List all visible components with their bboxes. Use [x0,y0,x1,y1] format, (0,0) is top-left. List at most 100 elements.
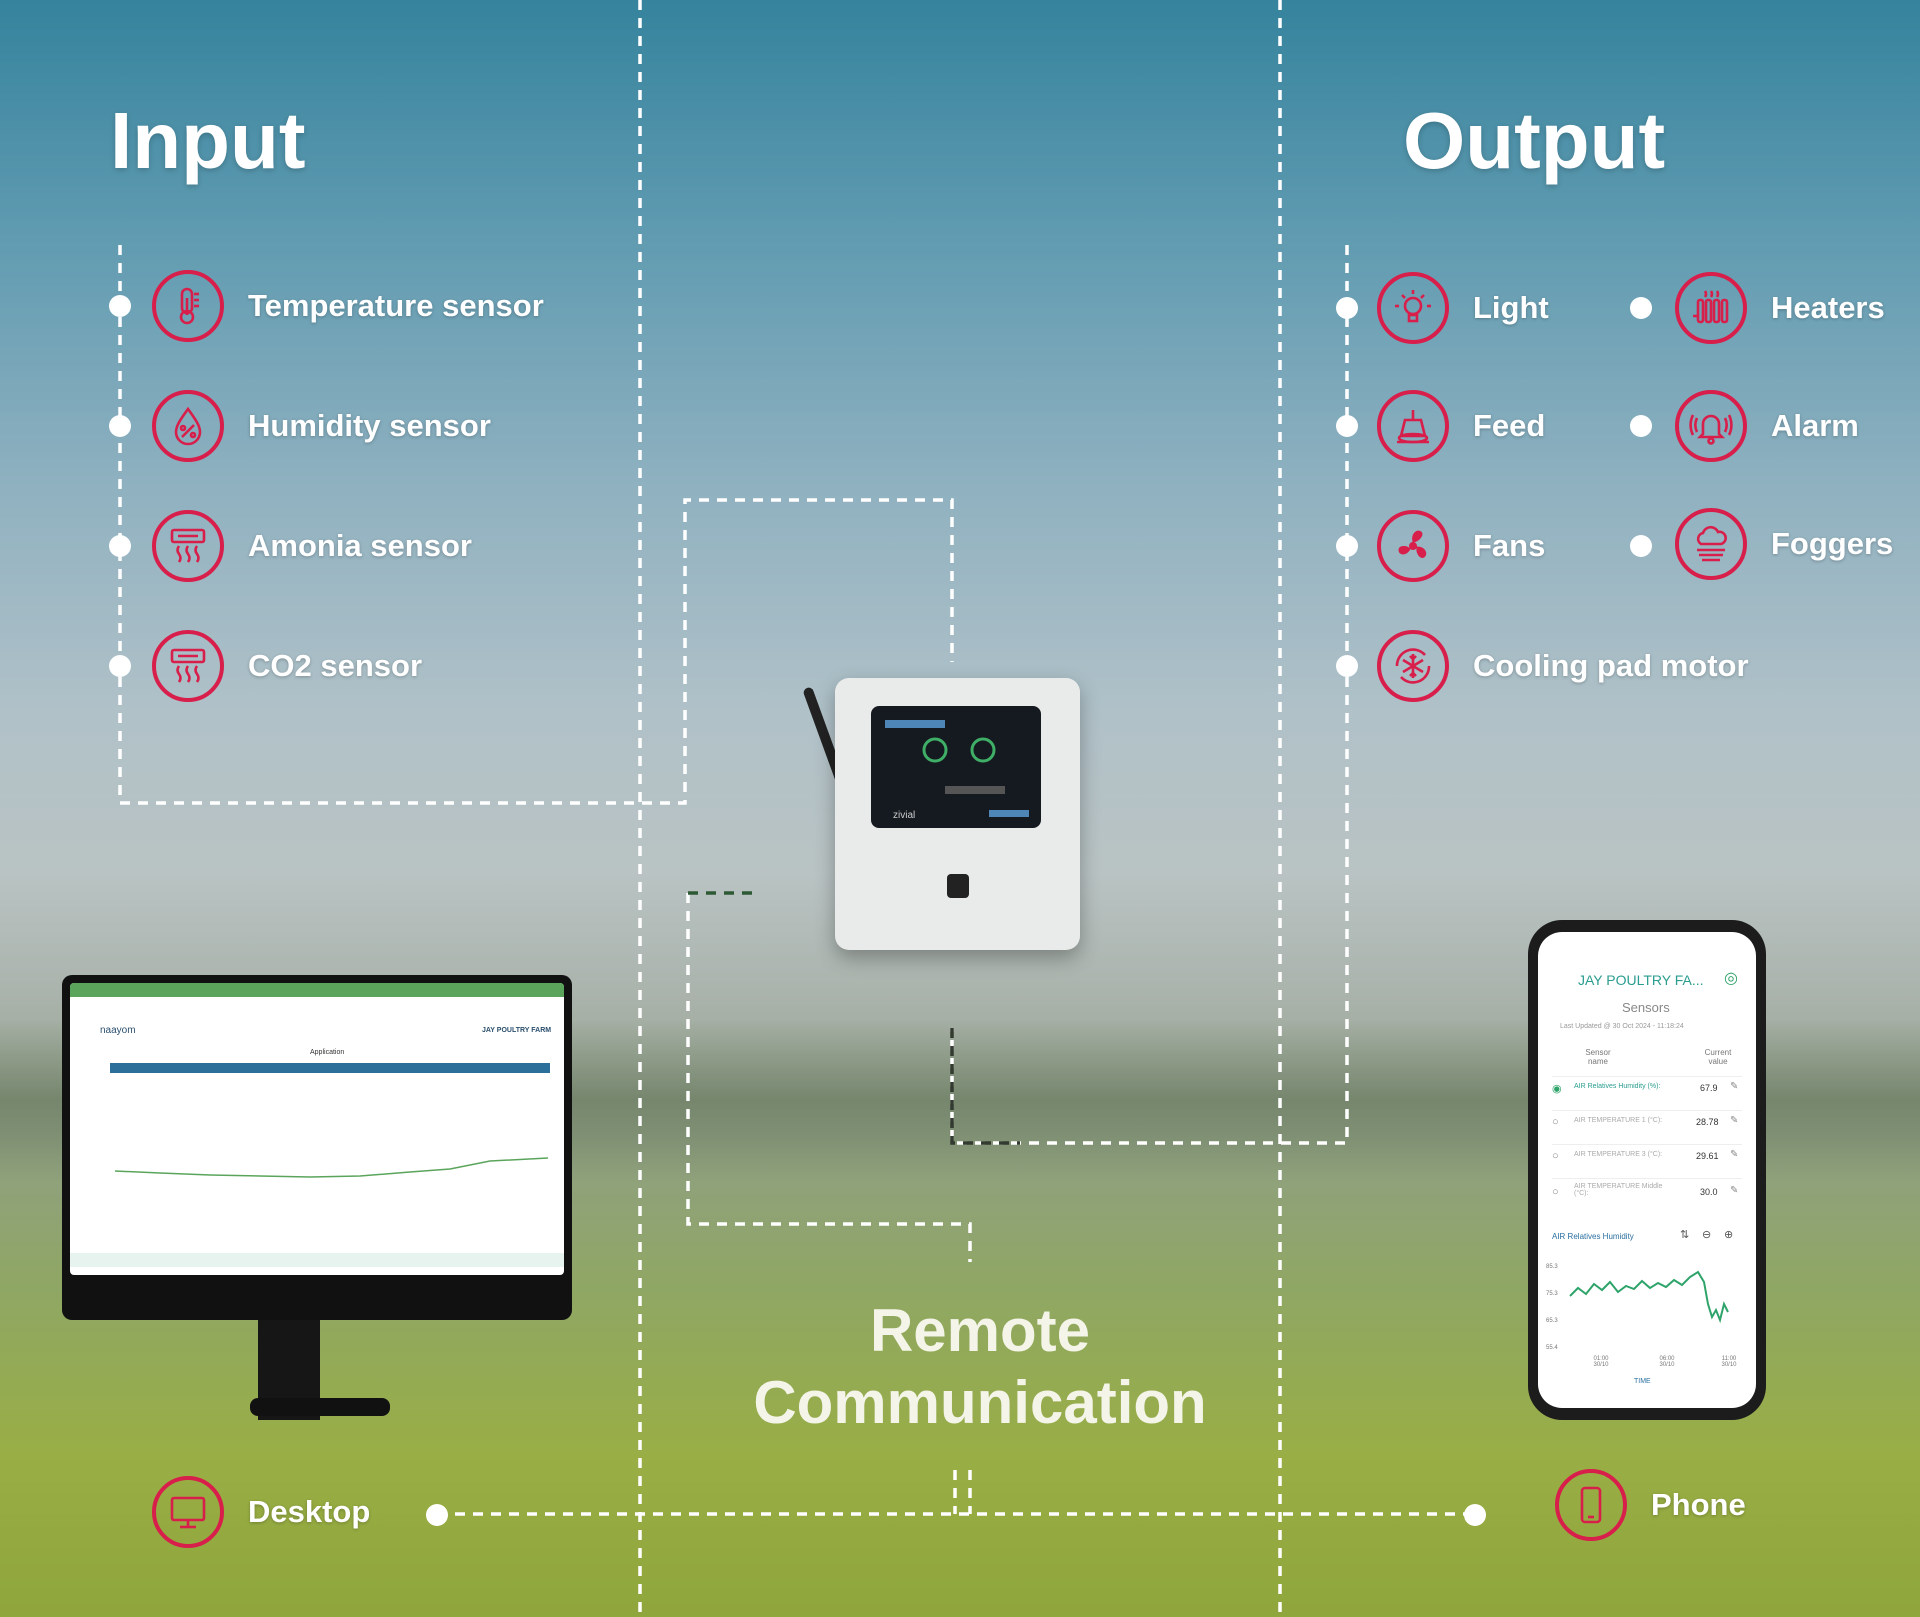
input-dot [109,535,131,557]
desktop-app-farm: JAY POULTRY FARM [482,1027,552,1034]
phone-section: Sensors [1622,1000,1670,1015]
table-row[interactable]: ○ AIR TEMPERATURE Middle (°C): 30.0 ✎ [1552,1178,1742,1209]
row-name: AIR Relatives Humidity (%): [1574,1083,1661,1090]
x-tick: 11:00 30/10 [1721,1356,1737,1368]
row-name: AIR TEMPERATURE Middle (°C): [1574,1183,1663,1197]
row-value: 67.9 [1700,1083,1718,1093]
output-label: Light [1473,290,1549,325]
input-dot [109,655,131,677]
radio-icon: ○ [1552,1186,1559,1198]
input-label: Humidity sensor [248,408,491,443]
row-value: 30.0 [1700,1187,1718,1197]
phone-chart-title: AIR Relatives Humidity [1552,1232,1634,1241]
output-dot [1630,415,1652,437]
input-label: CO2 sensor [248,648,423,683]
edit-icon[interactable]: ✎ [1730,1115,1739,1126]
input-item-humidity: Humidity sensor [152,388,491,464]
output-dot [1336,415,1358,437]
output-item-foggers: Foggers [1675,506,1893,582]
humidity-drop-icon [152,390,224,462]
remote-communication-label: Remote Communication [753,1297,1207,1436]
output-dot [1630,297,1652,319]
row-name: AIR TEMPERATURE 3 (°C): [1574,1151,1663,1158]
table-row[interactable]: ○ AIR TEMPERATURE 3 (°C): 29.61 ✎ [1552,1144,1742,1171]
gas-vent-icon [152,510,224,582]
y-tick: 65.3 [1546,1318,1558,1324]
phone-chart [1569,1270,1729,1324]
phone-updated: Last Updated @ 30 Oct 2024 - 11:18:24 [1560,1023,1684,1030]
remote-label: Phone [1651,1487,1746,1522]
output-item-alarm: Alarm [1675,388,1859,464]
fogger-cloud-icon [1675,508,1747,580]
monitor-foot [250,1398,390,1416]
radio-icon: ○ [1552,1116,1559,1128]
phone-screen: JAY POULTRY FA... ◎ Sensors Last Updated… [1538,932,1756,1408]
cable-gland [947,874,969,898]
input-item-amonia: Amonia sensor [152,508,472,584]
remote-item-desktop: Desktop [152,1474,370,1550]
table-row[interactable]: ○ AIR TEMPERATURE 1 (°C): 28.78 ✎ [1552,1110,1742,1137]
desktop-stage-bar [110,1063,550,1073]
x-axis-label: TIME [1634,1378,1651,1385]
x-tick: 06:00 30/10 [1659,1356,1675,1368]
remote-dot [426,1504,448,1526]
y-tick: 85.3 [1546,1264,1558,1270]
output-heading: Output [1403,96,1666,185]
remote-label: Desktop [248,1494,371,1529]
fan-icon [1377,510,1449,582]
phone-col-value: Current value [1704,1048,1732,1066]
light-bulb-icon [1377,272,1449,344]
output-label: Cooling pad motor [1473,648,1749,683]
phone-app-title: JAY POULTRY FA... [1578,972,1704,988]
y-tick: 75.3 [1546,1291,1558,1297]
output-dot [1336,655,1358,677]
controller-screen-ui [885,720,1029,817]
y-tick: 55.4 [1546,1345,1558,1351]
desktop-screen: naayom JAY POULTRY FARM Application [70,983,564,1275]
thermometer-icon [152,270,224,342]
output-dot [1336,297,1358,319]
remote-item-phone: Phone [1555,1467,1746,1543]
row-value: 29.61 [1696,1151,1719,1161]
filter-icon[interactable]: ⇅ [1680,1229,1690,1241]
heater-icon [1675,272,1747,344]
input-item-temperature: Temperature sensor [152,268,544,344]
phone-col-name: Sensor name [1585,1048,1611,1066]
snowflake-icon [1377,630,1449,702]
input-label: Temperature sensor [248,288,544,323]
remote-dot [1464,1504,1486,1526]
output-label: Foggers [1771,526,1894,561]
controller-device: zivial [835,678,1080,950]
output-dot [1630,535,1652,557]
input-heading: Input [110,96,306,185]
desktop-app-section: Application [310,1049,345,1056]
input-label: Amonia sensor [248,528,472,563]
edit-icon[interactable]: ✎ [1730,1185,1739,1196]
phone-icon [1555,1469,1627,1541]
output-item-feed: Feed [1377,388,1545,464]
zoom-out-icon[interactable]: ⊖ [1702,1229,1712,1241]
output-dot [1336,535,1358,557]
output-item-cooling-pad: Cooling pad motor [1377,628,1749,704]
output-label: Fans [1473,528,1546,563]
output-item-fans: Fans [1377,508,1545,584]
gas-vent-icon [152,630,224,702]
output-label: Alarm [1771,408,1859,443]
output-item-light: Light [1377,270,1549,346]
input-dot [109,415,131,437]
desktop-chart [70,1157,564,1267]
alarm-bell-icon [1675,390,1747,462]
x-tick: 01:00 30/10 [1593,1356,1609,1368]
edit-icon[interactable]: ✎ [1730,1081,1739,1092]
zoom-in-icon[interactable]: ⊕ [1724,1229,1734,1241]
output-label: Heaters [1771,290,1885,325]
row-value: 28.78 [1696,1117,1719,1127]
desktop-monitor: naayom JAY POULTRY FARM Application [62,975,572,1320]
output-item-heaters: Heaters [1675,270,1885,346]
input-dot [109,295,131,317]
edit-icon[interactable]: ✎ [1730,1149,1739,1160]
output-label: Feed [1473,408,1546,443]
table-row[interactable]: ◉ AIR Relatives Humidity (%): 67.9 ✎ [1552,1076,1742,1103]
